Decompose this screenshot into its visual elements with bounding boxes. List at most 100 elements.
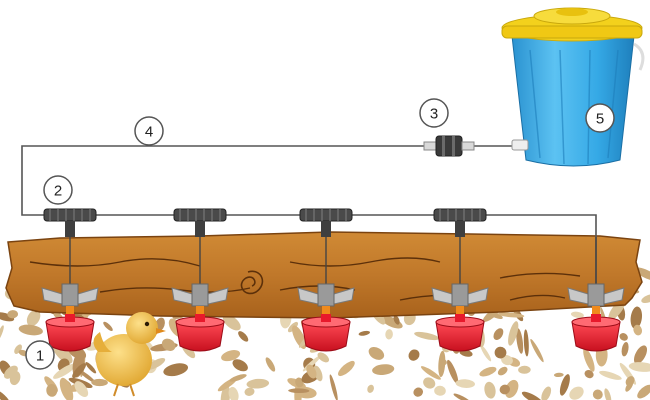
wood-shaving bbox=[0, 325, 4, 342]
wood-shaving bbox=[72, 363, 87, 379]
wood-shaving bbox=[146, 357, 166, 370]
wood-shaving bbox=[633, 345, 648, 365]
wood-shaving bbox=[423, 377, 436, 389]
wood-shaving bbox=[18, 324, 43, 336]
wood-shaving bbox=[358, 330, 371, 336]
nipple-drinker-cup bbox=[171, 283, 229, 352]
wood-shaving bbox=[338, 360, 355, 377]
wood-shaving bbox=[499, 384, 510, 395]
wood-shaving bbox=[479, 366, 497, 377]
wood-shaving bbox=[630, 306, 643, 329]
wood-shaving bbox=[553, 372, 564, 378]
wood-shaving bbox=[530, 339, 544, 363]
pressure-valve bbox=[423, 135, 475, 157]
wood-shaving bbox=[583, 347, 595, 372]
wood-shaving bbox=[570, 311, 584, 318]
wood-shaving bbox=[161, 338, 176, 352]
wood-shaving bbox=[317, 352, 330, 363]
wood-shaving bbox=[592, 389, 603, 400]
wood-shaving bbox=[91, 378, 108, 387]
wood-shaving bbox=[0, 312, 15, 322]
wood-shaving bbox=[516, 328, 524, 354]
wood-shaving bbox=[85, 362, 97, 374]
wood-shaving bbox=[59, 377, 74, 400]
wood-shaving bbox=[229, 374, 247, 382]
wood-shaving bbox=[53, 363, 76, 379]
wood-shaving bbox=[508, 321, 519, 346]
wood-shaving bbox=[7, 310, 19, 319]
callout-tank: 5 bbox=[585, 103, 615, 133]
wood-shaving bbox=[455, 379, 475, 388]
wood-shaving bbox=[222, 314, 241, 331]
wood-shaving bbox=[372, 364, 395, 375]
wood-shaving bbox=[541, 386, 552, 400]
wood-shaving bbox=[246, 378, 270, 389]
nipple-drinkers bbox=[41, 237, 625, 352]
callout-tee: 2 bbox=[43, 175, 73, 205]
wood-shaving bbox=[413, 387, 424, 397]
wood-shaving bbox=[163, 363, 189, 377]
wood-shaving bbox=[484, 381, 496, 399]
wood-shaving bbox=[232, 359, 248, 372]
wood-shaving bbox=[220, 385, 231, 400]
wood-shaving bbox=[559, 374, 570, 396]
wood-shaving bbox=[103, 321, 113, 332]
wood-shaving bbox=[46, 384, 58, 397]
callout-valve: 3 bbox=[419, 98, 449, 128]
wood-shaving bbox=[288, 388, 310, 394]
tee-connectors bbox=[43, 208, 487, 286]
chick-illustration bbox=[93, 312, 166, 397]
wood-shaving bbox=[521, 391, 544, 400]
wood-shaving bbox=[244, 387, 255, 396]
wood-shaving bbox=[228, 386, 239, 400]
wood-shaving bbox=[569, 386, 584, 400]
wood-shaving bbox=[329, 374, 338, 400]
wood-shaving bbox=[480, 345, 492, 362]
wood-shaving bbox=[306, 364, 317, 379]
wood-shaving bbox=[604, 388, 612, 400]
wood-shaving bbox=[584, 370, 594, 379]
wood-shaving bbox=[599, 370, 622, 380]
wood-shaving bbox=[385, 329, 393, 340]
wood-shaving bbox=[501, 355, 513, 366]
wood-shaving bbox=[497, 366, 508, 376]
nipple-drinker-cup bbox=[567, 237, 625, 352]
callout-label: 5 bbox=[596, 111, 604, 128]
callout-label: 3 bbox=[430, 106, 438, 123]
wood-shaving bbox=[523, 329, 529, 357]
wood-shaving bbox=[78, 369, 96, 383]
wood-shaving bbox=[221, 350, 241, 362]
wood-shaving bbox=[295, 377, 304, 388]
wood-shaving bbox=[313, 365, 323, 382]
wood-shaving bbox=[494, 346, 507, 359]
wood-shaving bbox=[393, 315, 400, 325]
wood-shaving bbox=[438, 350, 446, 378]
wood-shaving bbox=[619, 333, 628, 341]
wood-shaving bbox=[625, 376, 635, 387]
wood-shaving bbox=[74, 381, 89, 397]
nipple-drinker-cup bbox=[431, 283, 489, 352]
nipple-drinker-cup bbox=[41, 283, 99, 352]
wood-shaving bbox=[265, 357, 276, 372]
wood-shaving bbox=[518, 365, 531, 374]
tee-connector bbox=[173, 208, 227, 286]
wood-shaving bbox=[26, 309, 41, 327]
wood-shaving bbox=[367, 384, 374, 393]
wood-shaving bbox=[493, 328, 504, 340]
wood-shaving bbox=[0, 389, 11, 400]
tee-connector bbox=[43, 208, 97, 286]
wood-shaving bbox=[447, 359, 459, 384]
callout-pipe: 4 bbox=[134, 116, 164, 146]
wood-shaving bbox=[420, 366, 441, 380]
tee-connector bbox=[299, 208, 353, 286]
wood-shaving bbox=[635, 267, 650, 281]
wood-shaving bbox=[9, 371, 21, 386]
wood-shaving bbox=[497, 312, 525, 318]
wood-shaving bbox=[368, 346, 385, 360]
water-tank bbox=[501, 7, 645, 167]
wood-shaving bbox=[453, 393, 471, 400]
wood-shaving bbox=[434, 385, 446, 396]
wood-shaving bbox=[628, 362, 650, 372]
